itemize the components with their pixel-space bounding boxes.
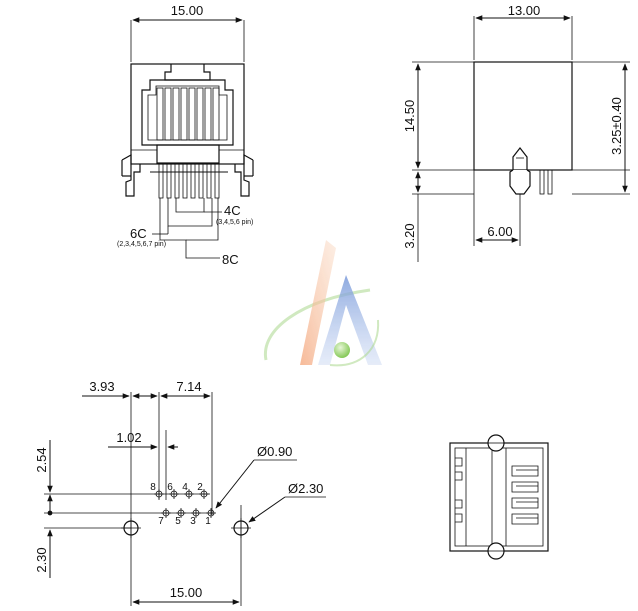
- plug-port: [141, 79, 234, 146]
- front-view: 15.00: [117, 3, 254, 267]
- side-pin-length-dim: 3.20: [402, 223, 417, 248]
- callout-6c-note: (2,3,4,5,6,7 pin): [117, 241, 166, 248]
- callout-6c-label: 6C: [130, 226, 147, 241]
- pin-label-7: 7: [158, 516, 164, 527]
- side-view: 13.00 14.50 3.20 3.25±0.40 6.00: [402, 3, 630, 262]
- callout-8c-label: 8C: [222, 252, 239, 267]
- callout-6c-bracket: [167, 198, 213, 227]
- mounting-hole-left: [121, 518, 141, 538]
- hole-large-label: Ø2.30: [288, 481, 323, 496]
- pcb-layout: 3.93 7.14 1.02 2.54 2.30 15.00: [34, 379, 326, 606]
- pin-label-3: 3: [190, 516, 196, 527]
- pin-holes-bottom: [161, 508, 216, 518]
- callout-4c-label: 4C: [224, 203, 241, 218]
- bottom-post-bottom: [487, 542, 505, 560]
- contact-fingers: [156, 87, 220, 141]
- pin-holes-top: [154, 489, 209, 499]
- pin-label-2: 2: [197, 482, 203, 493]
- callout-8c-bracket: [159, 198, 220, 259]
- bottom-post-top: [487, 434, 505, 452]
- side-post: [512, 147, 528, 171]
- pin-label-6: 6: [167, 482, 173, 493]
- mounting-hole-right: [231, 518, 251, 538]
- side-pin-offset-dim: 3.25±0.40: [609, 97, 624, 155]
- callout-4c-bracket: [175, 198, 205, 213]
- dim-7-14: 7.14: [176, 379, 201, 394]
- dim-3-93: 3.93: [89, 379, 114, 394]
- pin-label-1: 1: [205, 516, 211, 527]
- pin-label-4: 4: [182, 482, 188, 493]
- dim-2-54: 2.54: [34, 447, 49, 472]
- bottom-view: [449, 434, 549, 560]
- dim-2-30: 2.30: [34, 547, 49, 572]
- dim-1-02: 1.02: [116, 430, 141, 445]
- hole-small-label: Ø0.90: [257, 444, 292, 459]
- side-height-dim: 14.50: [402, 100, 417, 133]
- side-width-dim: 13.00: [508, 3, 541, 18]
- front-pins: [158, 163, 220, 199]
- callout-4c-note: (3,4,5,6 pin): [216, 219, 253, 226]
- jack-housing: [130, 63, 245, 165]
- watermark-logo: [263, 240, 382, 367]
- bottom-contacts: [511, 465, 539, 525]
- dim-15-00: 15.00: [170, 585, 203, 600]
- front-width-dim: 15.00: [171, 3, 204, 18]
- side-post-dim: 6.00: [487, 224, 512, 239]
- pin-label-8: 8: [150, 482, 156, 493]
- pin-label-5: 5: [175, 516, 181, 527]
